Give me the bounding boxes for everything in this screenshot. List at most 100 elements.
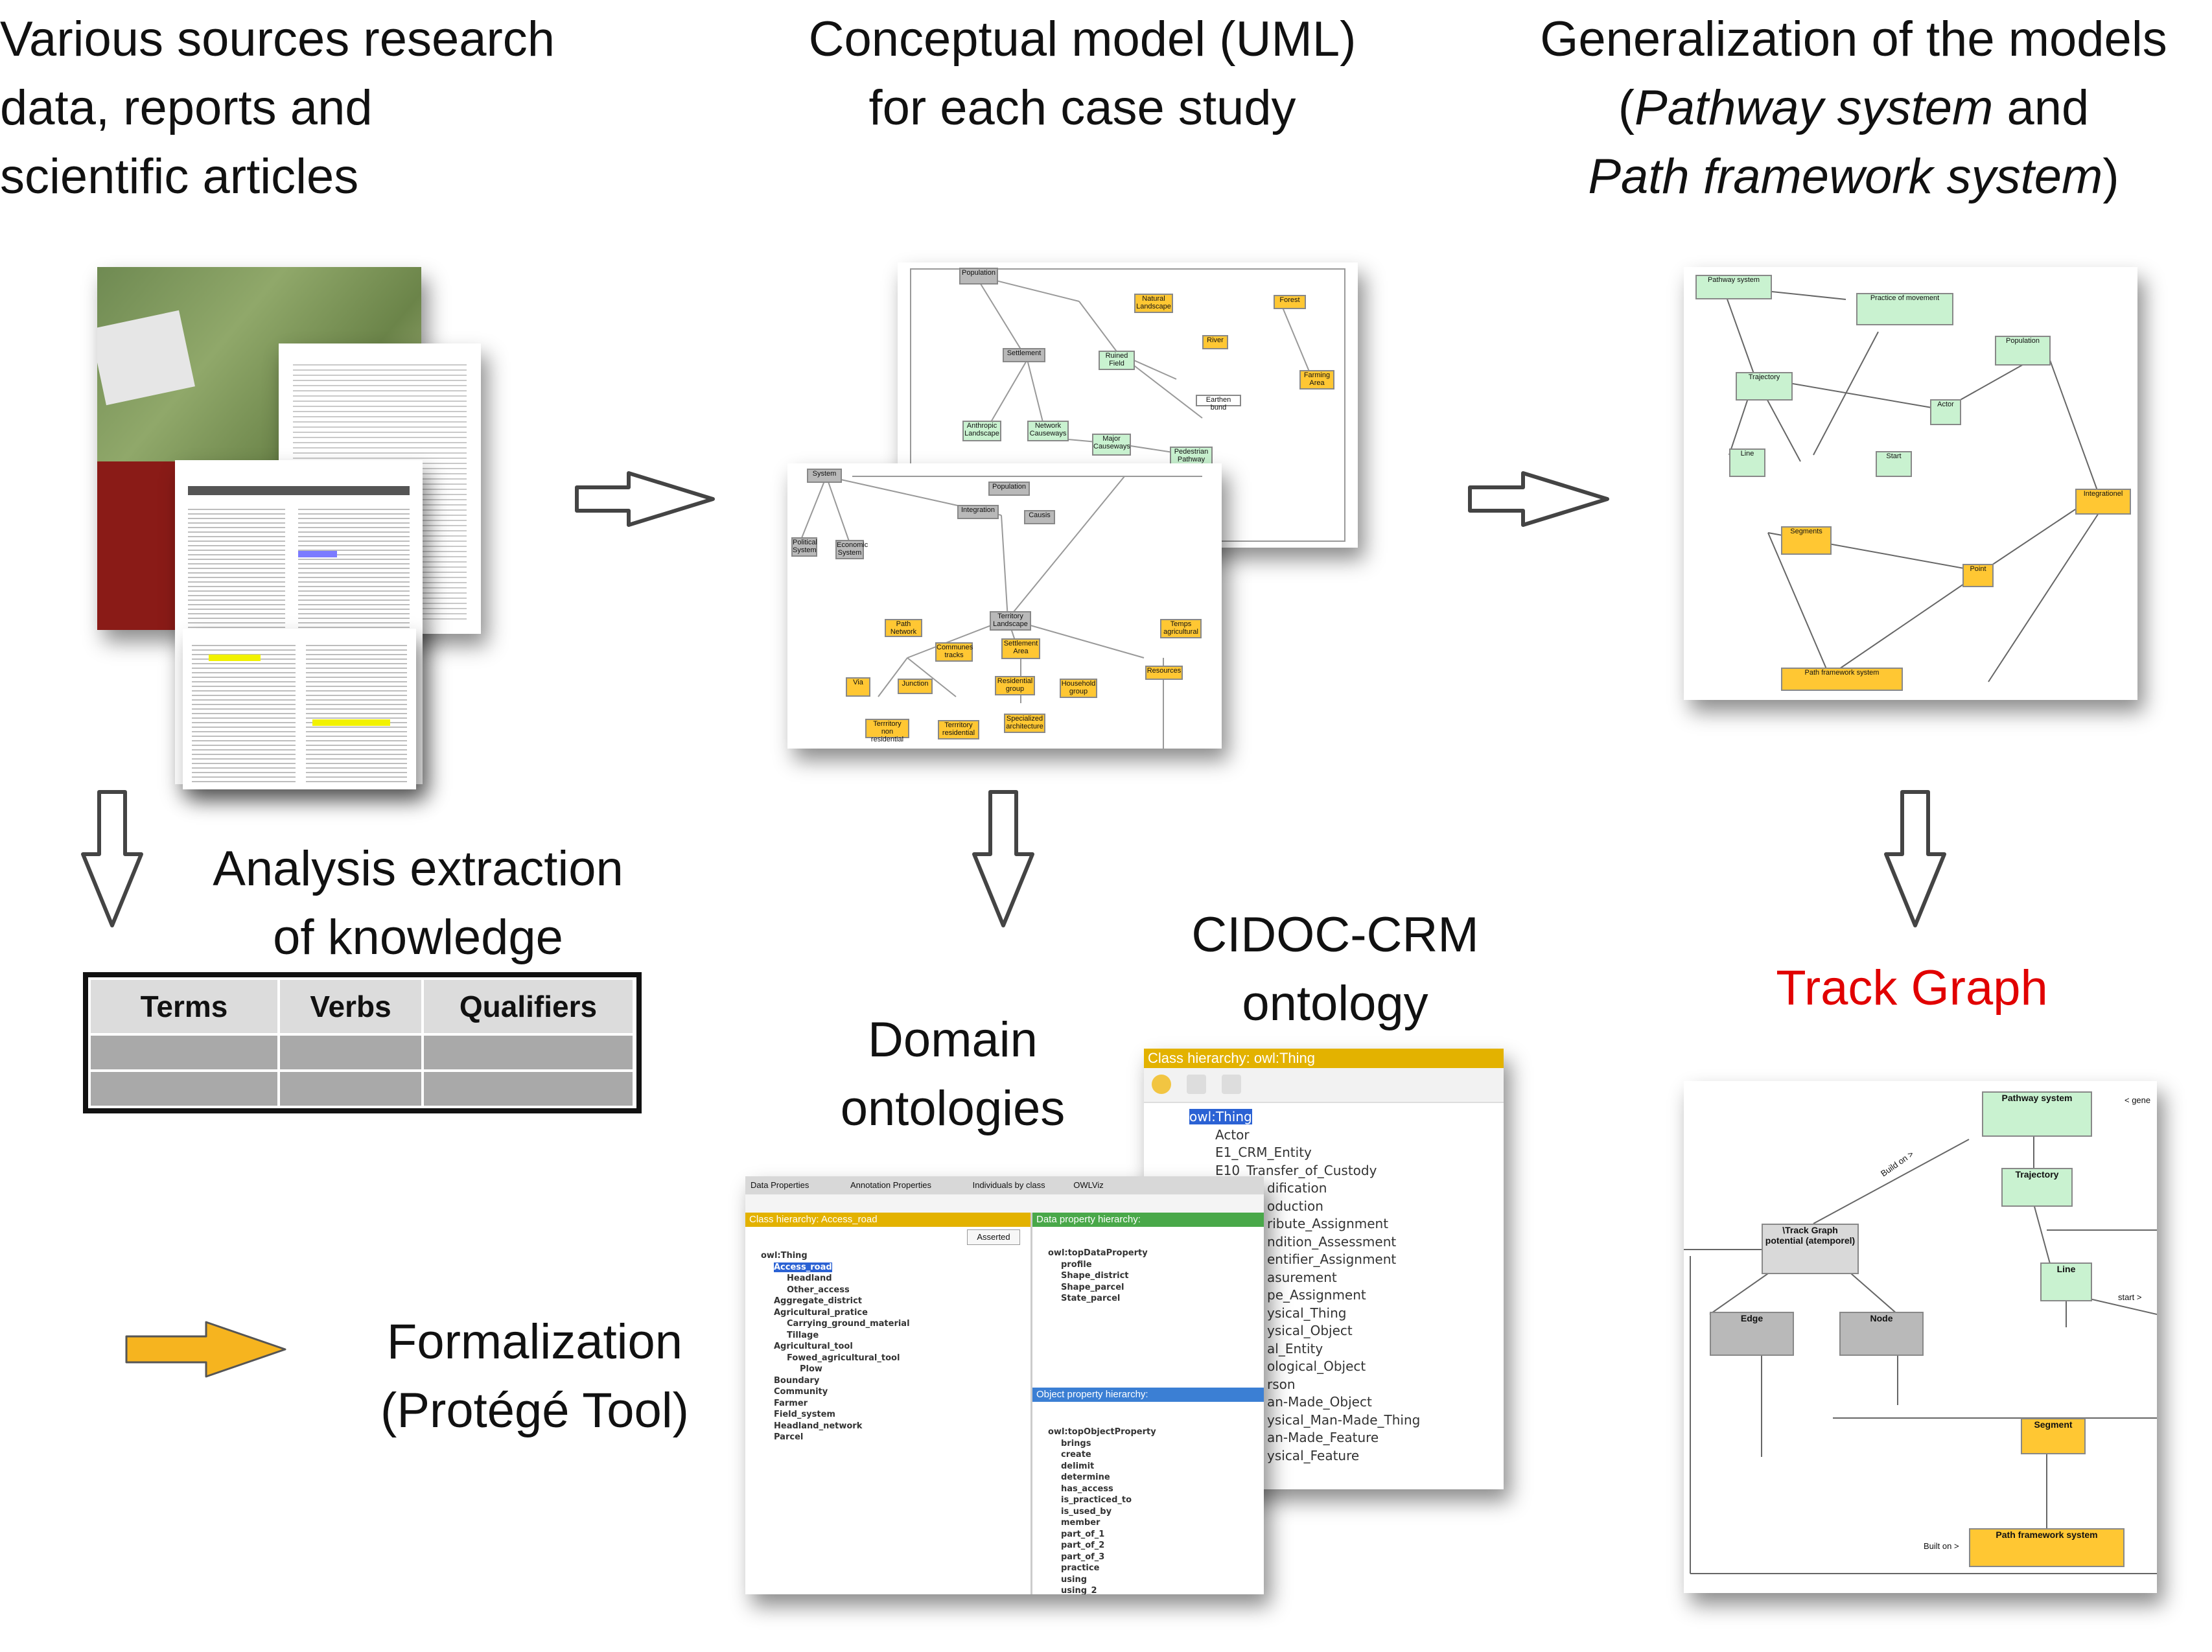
model-class-population: Population bbox=[1995, 336, 2051, 366]
tree-item[interactable]: Shape_parcel bbox=[1061, 1282, 1124, 1292]
uml-class-settlement: Settlement bbox=[1003, 348, 1045, 362]
tree-item[interactable]: part_of_2 bbox=[1061, 1541, 1105, 1550]
uml-caption: Conceptual model (UML) for each case stu… bbox=[765, 5, 1400, 143]
tree-item[interactable]: ysical_Object bbox=[1267, 1323, 1353, 1338]
tree-item[interactable]: ndition_Assessment bbox=[1267, 1233, 1397, 1250]
analysis-caption: Analysis extraction of knowledge bbox=[188, 835, 648, 972]
tree-item[interactable]: rson bbox=[1267, 1376, 1296, 1392]
uml-links bbox=[1684, 1126, 2157, 1574]
tree-item[interactable]: Headland_network bbox=[774, 1421, 863, 1431]
table-row bbox=[91, 1072, 277, 1106]
cidoc-toolbar bbox=[1144, 1068, 1504, 1103]
tree-item[interactable]: using_2 bbox=[1061, 1586, 1097, 1594]
data-property-title: Data property hierarchy: bbox=[1032, 1213, 1264, 1227]
tree-item[interactable]: E10_Transfer_of_Custody bbox=[1215, 1162, 1377, 1178]
tree-item[interactable]: Farmer bbox=[774, 1398, 808, 1408]
tree-item[interactable]: member bbox=[1061, 1518, 1100, 1528]
tree-item[interactable]: determine bbox=[1061, 1472, 1110, 1482]
tree-item[interactable]: E1_CRM_Entity bbox=[1215, 1145, 1312, 1160]
sources-caption-line3: scientific articles bbox=[0, 149, 359, 204]
model-class-actor: Actor bbox=[1930, 399, 1961, 425]
tree-item[interactable]: Tillage bbox=[787, 1330, 819, 1340]
tree-item[interactable]: asurement bbox=[1267, 1269, 1337, 1285]
tree-item[interactable]: practice bbox=[1061, 1563, 1100, 1573]
uml-class-natural-landscape: Natural Landscape bbox=[1134, 294, 1173, 313]
tab-data-properties[interactable]: Data Properties bbox=[751, 1180, 809, 1190]
tree-item[interactable]: profile bbox=[1061, 1259, 1092, 1270]
tree-item[interactable]: entifier_Assignment bbox=[1267, 1251, 1397, 1267]
tree-item[interactable]: Parcel bbox=[774, 1432, 804, 1442]
tree-item[interactable]: Carrying_ground_material bbox=[787, 1319, 910, 1329]
uml-class-household-group: Household group bbox=[1060, 679, 1097, 698]
tree-item[interactable]: part_of_1 bbox=[1061, 1529, 1105, 1539]
track-class-segment: Segment bbox=[2021, 1418, 2086, 1454]
tree-item[interactable]: oduction bbox=[1267, 1198, 1323, 1214]
delete-class-icon[interactable] bbox=[1222, 1075, 1241, 1094]
tree-item[interactable]: Fowed_agricultural_tool bbox=[787, 1353, 900, 1363]
tree-item[interactable]: owl:Thing bbox=[761, 1251, 808, 1261]
tree-item[interactable]: Field_system bbox=[774, 1410, 835, 1419]
tree-item[interactable]: Other_access bbox=[787, 1285, 850, 1295]
model-class-point: Point bbox=[1962, 564, 1994, 587]
tree-item[interactable]: Plow bbox=[800, 1364, 822, 1374]
tab-individuals[interactable]: Individuals by class bbox=[972, 1180, 1045, 1190]
asserted-select[interactable]: Asserted bbox=[967, 1229, 1020, 1245]
tree-item[interactable]: Access_road bbox=[752, 1262, 910, 1274]
track-class-trajectory: Trajectory bbox=[2001, 1168, 2073, 1207]
uml-caption-line2: for each case study bbox=[868, 80, 1296, 135]
down-arrow-icon bbox=[81, 790, 143, 927]
tree-item[interactable]: Boundary bbox=[774, 1375, 820, 1386]
domain-caption-line1: Domain bbox=[868, 1012, 1038, 1067]
tree-item[interactable]: State_parcel bbox=[1061, 1294, 1121, 1303]
tree-item[interactable]: pe_Assignment bbox=[1267, 1287, 1366, 1303]
add-class-icon[interactable] bbox=[1152, 1075, 1171, 1094]
uml-class-political-system: Political System bbox=[791, 537, 817, 557]
tab-owlviz[interactable]: OWLViz bbox=[1073, 1180, 1104, 1190]
and-text: and bbox=[1993, 80, 2090, 135]
tree-item[interactable]: ysical_Thing bbox=[1267, 1305, 1347, 1321]
tree-item[interactable]: dification bbox=[1267, 1180, 1327, 1196]
tree-item[interactable]: Shape_district bbox=[1061, 1271, 1129, 1281]
tree-item[interactable]: Agricultural_pratice bbox=[774, 1307, 868, 1318]
uml-class-temps-agricultural: Temps agricultural bbox=[1160, 619, 1202, 638]
tree-item[interactable]: an-Made_Feature bbox=[1267, 1430, 1379, 1445]
model-class-pathway-system: Pathway system bbox=[1695, 275, 1772, 299]
tree-item[interactable]: ysical_Feature bbox=[1267, 1447, 1360, 1463]
track-label-start: start > bbox=[2118, 1292, 2142, 1302]
uml-class-ruined-field: Ruined Field bbox=[1099, 351, 1135, 370]
tree-item[interactable]: al_Entity bbox=[1267, 1340, 1323, 1356]
tree-item[interactable]: is_used_by bbox=[1061, 1506, 1112, 1517]
tree-item[interactable]: ysical_Man-Made_Thing bbox=[1267, 1412, 1421, 1428]
table-header-verbs: Verbs bbox=[280, 980, 421, 1033]
tree-item[interactable]: has_access bbox=[1061, 1483, 1113, 1494]
tree-item[interactable]: brings bbox=[1061, 1438, 1091, 1448]
tree-item[interactable]: Actor bbox=[1215, 1126, 1250, 1143]
tree-item[interactable]: Aggregate_district bbox=[774, 1296, 863, 1306]
tree-item[interactable]: delimit bbox=[1061, 1461, 1095, 1471]
uml-class-major-causeways: Major Causeways bbox=[1092, 434, 1131, 456]
knowledge-table-inner: Terms Verbs Qualifiers bbox=[88, 977, 636, 1108]
tree-item[interactable]: owl:Thing bbox=[1163, 1108, 1420, 1126]
cidoc-caption-line1: CIDOC-CRM bbox=[1191, 907, 1479, 962]
down-arrow-icon bbox=[1884, 790, 1946, 927]
uml-class-anthropic-landscape: Anthropic Landscape bbox=[962, 421, 1001, 441]
tree-item[interactable]: using bbox=[1061, 1574, 1088, 1585]
tree-item[interactable]: an-Made_Object bbox=[1267, 1394, 1372, 1410]
tree-item[interactable]: ribute_Assignment bbox=[1267, 1216, 1389, 1231]
model-class-integrationel: Integrationel bbox=[2075, 489, 2131, 515]
tree-item[interactable]: owl:topObjectProperty bbox=[1048, 1427, 1156, 1437]
tree-item[interactable]: part_of_3 bbox=[1061, 1552, 1105, 1562]
tree-item[interactable]: is_practiced_to bbox=[1061, 1495, 1132, 1505]
tree-item[interactable]: create bbox=[1061, 1450, 1091, 1460]
tree-item[interactable]: Agricultural_tool bbox=[774, 1342, 853, 1351]
tree-item[interactable]: ological_Object bbox=[1267, 1358, 1366, 1374]
tree-item-label: Access_road bbox=[774, 1262, 832, 1272]
tree-item[interactable]: Headland bbox=[787, 1274, 832, 1283]
uml-class-river: River bbox=[1202, 335, 1228, 349]
uml-class-settlement-area: Settlement Area bbox=[1001, 638, 1040, 659]
tree-item[interactable]: owl:topDataProperty bbox=[1048, 1248, 1148, 1258]
model-class-segments: Segments bbox=[1781, 526, 1832, 555]
tab-annotation-properties[interactable]: Annotation Properties bbox=[850, 1180, 931, 1190]
tree-item[interactable]: Community bbox=[774, 1387, 828, 1397]
add-sibling-icon[interactable] bbox=[1187, 1075, 1206, 1094]
